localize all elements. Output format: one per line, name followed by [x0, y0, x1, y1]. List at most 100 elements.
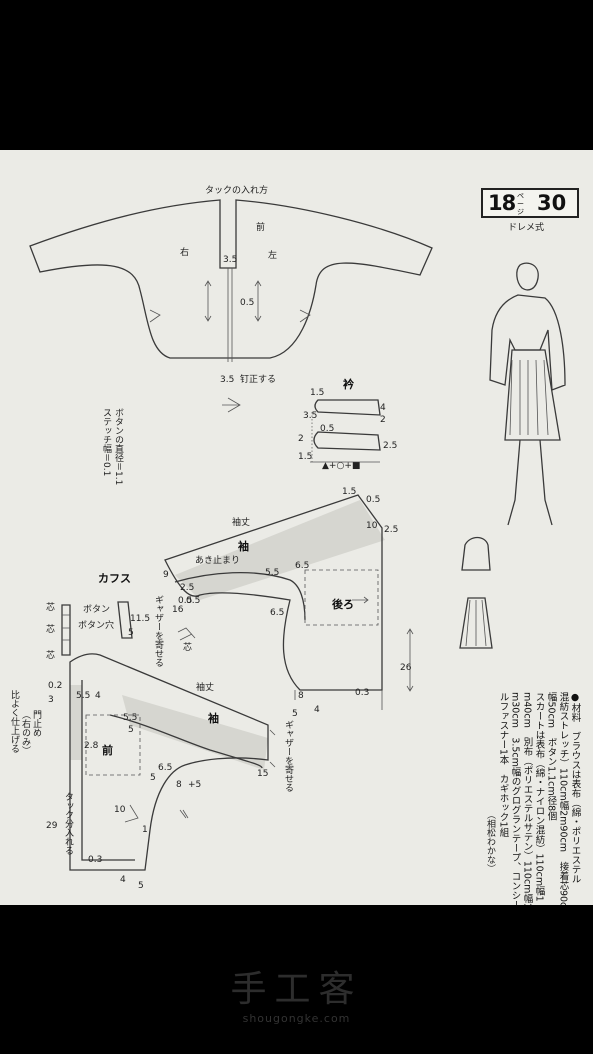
materials-line-2: 混紡ストレッチ）110cm幅2m90cm 接着芯90cm — [558, 692, 570, 905]
pattern-number: 30 — [537, 191, 567, 215]
front-m5a: 5 — [128, 725, 134, 735]
pattern-page: 18 ページ 30 ドレメ式 タックの入れ方 前 右 左 3.5 0.5 3.5… — [0, 150, 593, 905]
front-m55b: 5.5 — [123, 713, 137, 723]
cuff-m115: 11.5 — [130, 614, 150, 624]
back-m8: 8 — [298, 691, 304, 701]
front-stop: 門止め — [31, 710, 42, 737]
cuff-title: カフス — [98, 572, 131, 585]
materials-text: ●材料 ブラウスは表布（綿・ポリエステル 混紡ストレッチ）110cm幅2m90c… — [485, 691, 581, 905]
collar-m2a: 2 — [380, 415, 386, 425]
back-opening: あき止まり — [195, 554, 240, 566]
collar-m35: 3.5 — [303, 411, 317, 421]
page-suffix: ページ — [517, 192, 524, 216]
materials-line-4: スカートは表布（綿・ナイロン混紡）110cm幅1 — [534, 692, 546, 902]
back-m26: 26 — [400, 663, 412, 673]
tuck-m35b: 3.5 — [220, 375, 234, 385]
front-m8: 8 — [176, 780, 182, 790]
front-tuck: タック分入れる — [63, 792, 74, 855]
back-sleeve-length: 袖丈 — [232, 516, 250, 528]
front-m03: 0.3 — [88, 855, 102, 865]
cuff-buttonhole: ボタン穴 — [78, 619, 114, 631]
collar-m25: 2.5 — [383, 441, 397, 451]
cuff-button: ボタン — [83, 604, 110, 615]
back-m55: 5.5 — [265, 568, 279, 578]
front-m3: 3 — [48, 695, 54, 705]
front-label: 前 — [102, 743, 113, 757]
materials-line-3: 幅50cm ボタン1.1cm径8個 — [546, 691, 558, 821]
materials-line-7: ルファスナー1本 カギホック1組 — [498, 692, 510, 837]
collar-formula: ▲+○+■ — [322, 461, 360, 471]
tuck-m35a: 3.5 — [223, 255, 237, 265]
collar-m15b: 1.5 — [298, 452, 312, 462]
page-number-box: 18 ページ 30 — [481, 188, 579, 218]
collar-m05: 0.5 — [320, 424, 334, 434]
cuff-core1: 芯 — [46, 601, 55, 613]
front-overlap: 比よく仕上げる — [9, 689, 20, 753]
front-m55: 5.5 — [76, 691, 90, 701]
page-number: 18 — [488, 191, 516, 215]
back-m05b: 0.5 — [178, 596, 192, 606]
button-note-1: ボタンの直径＝1.1 — [113, 408, 124, 485]
materials-author: （相松わかな） — [485, 810, 496, 873]
tuck-title: タックの入れ方 — [205, 184, 268, 196]
back-gather: ギャザーを寄せる — [153, 595, 164, 667]
front-m29: 29 — [46, 821, 58, 831]
front-m15: 15 — [257, 769, 268, 779]
materials-line-5: m40cm 別布（ポリエステルサテン）110cm幅1 — [522, 692, 534, 905]
front-sleeve-length: 袖丈 — [196, 681, 214, 693]
back-m25: 2.5 — [384, 525, 398, 535]
collar-m4: 4 — [380, 403, 386, 413]
front-m02: 0.2 — [48, 681, 62, 691]
front-m1: 1 — [142, 825, 148, 835]
front-plus5: +5 — [188, 780, 201, 790]
front-sleeve-label: 袖 — [208, 711, 219, 725]
cuff-diagram: カフス 芯 ボタン ボタン穴 芯 11.5 5 芯 芯 — [46, 572, 196, 661]
collar-diagram: 衿 1.5 4 3.5 0.5 2 2 2.5 1.5 ▲+○+■ — [298, 377, 397, 471]
front-m65: 6.5 — [158, 763, 172, 773]
collar-m15a: 1.5 — [310, 388, 324, 398]
cuff-core3: 芯 — [183, 641, 192, 653]
front-m5c: 5 — [138, 881, 144, 891]
tuck-m05: 0.5 — [240, 298, 254, 308]
back-m10: 10 — [366, 521, 378, 531]
watermark-url: shougongke.com — [242, 1012, 351, 1025]
tuck-stitch-note: 钉正する — [240, 374, 276, 385]
back-m05c: 0.5 — [186, 596, 200, 606]
pattern-diagram: タックの入れ方 前 右 左 3.5 0.5 3.5 钉正する ボタンの直径＝1.… — [9, 184, 581, 905]
front-right-only: （右のみ） — [20, 710, 31, 755]
materials-line-1: ●材料 ブラウスは表布（綿・ポリエステル — [570, 692, 582, 884]
materials-line-6: m30cm 3.5cm幅のグログランテープ、コンシー — [510, 692, 522, 905]
back-m15: 1.5 — [342, 487, 356, 497]
back-m5: 5 — [292, 709, 298, 719]
collar-m2b: 2 — [298, 434, 304, 444]
back-m25b: 2.5 — [180, 583, 194, 593]
front-sleeve-diagram: 0.2 5.5 4 3 門止め （右のみ） 比よく仕上げる 2.8 前 袖丈 袖… — [9, 653, 294, 891]
style-name: ドレメ式 — [508, 223, 545, 233]
front-m10: 10 — [114, 805, 126, 815]
front-m28: 2.8 — [84, 741, 99, 751]
back-m4: 4 — [314, 705, 320, 715]
front-m4: 4 — [95, 691, 101, 701]
back-label: 後ろ — [332, 597, 354, 611]
front-gather: ギャザーを寄せる — [283, 720, 294, 792]
front-m4b: 4 — [120, 875, 126, 885]
front-m5b: 5 — [150, 773, 156, 783]
cuff-core2: 芯 — [46, 623, 55, 635]
back-sleeve-diagram: 袖丈 袖 あき止まり 後ろ ギャザーを寄せる 1.5 0.5 10 2.5 9 … — [153, 487, 414, 719]
collar-title: 衿 — [343, 377, 354, 391]
back-m65b: 6.5 — [270, 608, 284, 618]
fashion-figure-illustration — [459, 262, 566, 649]
back-m05: 0.5 — [366, 495, 380, 505]
tuck-left-label: 左 — [268, 249, 277, 261]
watermark-brand: 手工客 — [230, 969, 363, 1010]
tuck-front-label: 前 — [256, 221, 265, 233]
back-m16: 16 — [172, 605, 184, 615]
cuff-core4: 芯 — [46, 649, 55, 661]
tuck-right-label: 右 — [180, 246, 189, 258]
back-m65a: 6.5 — [295, 561, 309, 571]
button-note-2: ステッチ幅＝0.1 — [101, 408, 112, 476]
back-m03: 0.3 — [355, 688, 369, 698]
button-note: ボタンの直径＝1.1 ステッチ幅＝0.1 — [101, 408, 124, 485]
tuck-diagram: タックの入れ方 前 右 左 3.5 0.5 3.5 钉正する — [29, 184, 433, 413]
back-sleeve-label: 袖 — [238, 539, 249, 553]
